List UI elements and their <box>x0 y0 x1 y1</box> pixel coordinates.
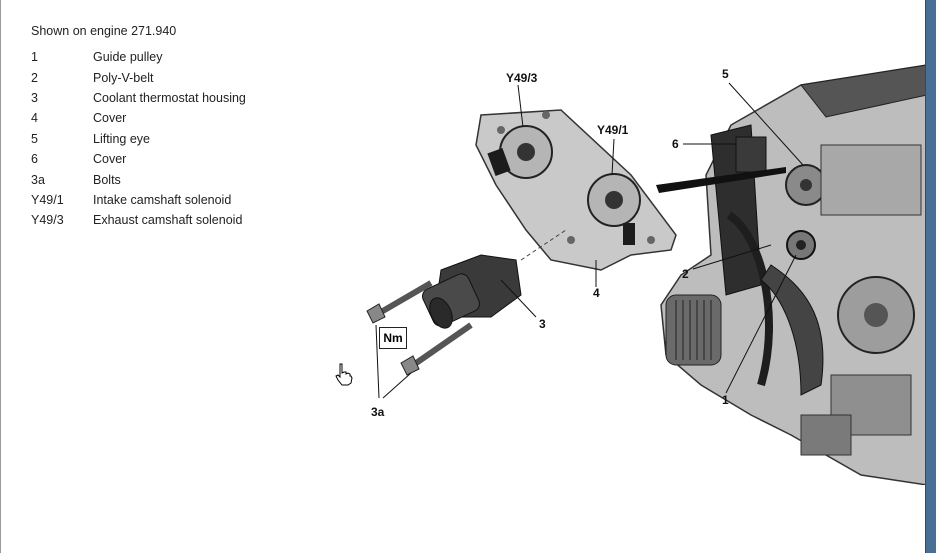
legend-desc: Coolant thermostat housing <box>93 90 246 105</box>
legend-row: 4 Cover <box>31 108 246 128</box>
legend-code: 4 <box>31 111 38 126</box>
legend-row: Y49/3 Exhaust camshaft solenoid <box>31 210 246 230</box>
legend-desc: Bolts <box>93 172 121 187</box>
legend-desc: Intake camshaft solenoid <box>93 192 232 207</box>
legend-code: 3a <box>31 172 45 187</box>
hand-pointer-cursor-icon <box>334 362 354 386</box>
assembly-arrow <box>656 167 786 193</box>
legend-row: 1 Guide pulley <box>31 47 246 67</box>
camshaft-cover <box>475 109 677 271</box>
thermostat-housing <box>422 229 567 329</box>
legend-code: Y49/3 <box>31 213 64 228</box>
legend-code: 2 <box>31 70 38 85</box>
legend-row: 5 Lifting eye <box>31 129 246 149</box>
legend-title: Shown on engine 271.940 <box>31 24 177 38</box>
engine-illustration: Y49/3 Y49/1 5 6 2 4 3 1 3a Nm <box>331 55 928 486</box>
legend-desc: Cover <box>93 152 127 167</box>
bolts <box>366 280 473 376</box>
engine-block <box>660 64 928 486</box>
legend-desc: Poly-V-belt <box>93 70 154 85</box>
legend-code: Y49/1 <box>31 192 64 207</box>
legend-code: 5 <box>31 131 38 146</box>
legend-desc: Guide pulley <box>93 50 163 65</box>
callout-y49-1: Y49/1 <box>597 123 629 137</box>
callout-1: 1 <box>722 393 729 407</box>
callout-2: 2 <box>682 267 689 281</box>
legend-row: 2 Poly-V-belt <box>31 67 246 87</box>
callout-y49-3: Y49/3 <box>506 71 538 85</box>
legend-row: 6 Cover <box>31 149 246 169</box>
legend-row: Y49/1 Intake camshaft solenoid <box>31 190 246 210</box>
legend-code: 3 <box>31 90 38 105</box>
callout-3a: 3a <box>371 405 385 419</box>
torque-symbol: Nm <box>379 327 407 349</box>
callout-5: 5 <box>722 67 729 81</box>
leader-lines <box>375 82 804 399</box>
legend-code: 1 <box>31 50 38 65</box>
legend-row: 3a Bolts <box>31 169 246 189</box>
callout-4: 4 <box>593 286 600 300</box>
legend-desc: Exhaust camshaft solenoid <box>93 213 243 228</box>
callout-6: 6 <box>672 137 679 151</box>
window-frame-right <box>925 0 936 553</box>
callout-3: 3 <box>539 317 546 331</box>
legend-row: 3 Coolant thermostat housing <box>31 88 246 108</box>
legend-desc: Cover <box>93 111 127 126</box>
parts-legend: Shown on engine 271.940 1 Guide pulley 2 P… <box>31 24 246 231</box>
legend-desc: Lifting eye <box>93 131 150 146</box>
engine-drawing <box>366 64 928 486</box>
legend-code: 6 <box>31 152 38 167</box>
